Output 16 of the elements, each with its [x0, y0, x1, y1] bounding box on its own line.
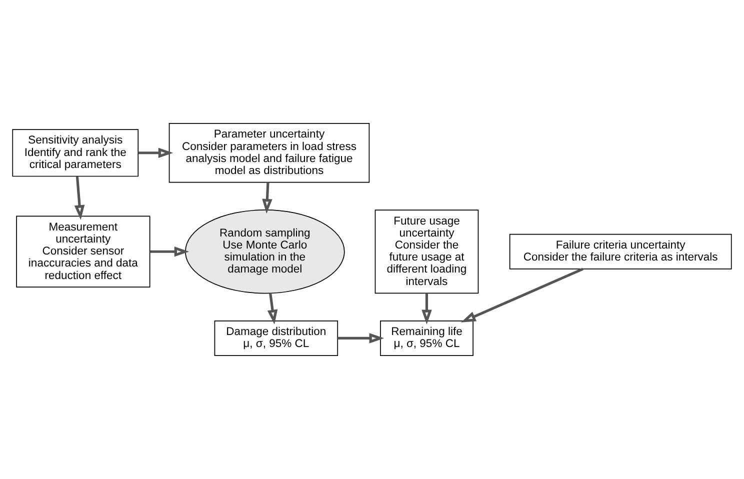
arrow	[262, 182, 272, 214]
arrow	[150, 246, 190, 257]
arrow	[74, 176, 85, 220]
arrow	[422, 293, 432, 325]
arrow	[138, 148, 174, 158]
arrow	[460, 268, 584, 322]
arrow	[338, 333, 384, 344]
node-box: Measurement uncertainty Consider sensor inaccuracies and data reduction effect	[16, 216, 150, 288]
node-box: Future usage uncertainty Consider the future usage at different loading intervals	[374, 210, 479, 294]
node-ellipse: Random sampling Use Monte Carlo simulation in the damage model	[184, 210, 345, 294]
node-box: Failure criteria uncertainty Consider the failure criteria as intervals	[509, 234, 732, 270]
node-box: Damage distribution μ, σ, 95% CL	[214, 320, 338, 356]
node-box: Parameter uncertainty Consider parameters in load stress analysis model and failure fatigue model as distributions	[168, 123, 370, 183]
arrow	[267, 293, 278, 325]
node-box: Remaining life μ, σ, 95% CL	[380, 320, 474, 356]
node-box: Sensitivity analysis Identify and rank the critical parameters	[12, 129, 139, 177]
